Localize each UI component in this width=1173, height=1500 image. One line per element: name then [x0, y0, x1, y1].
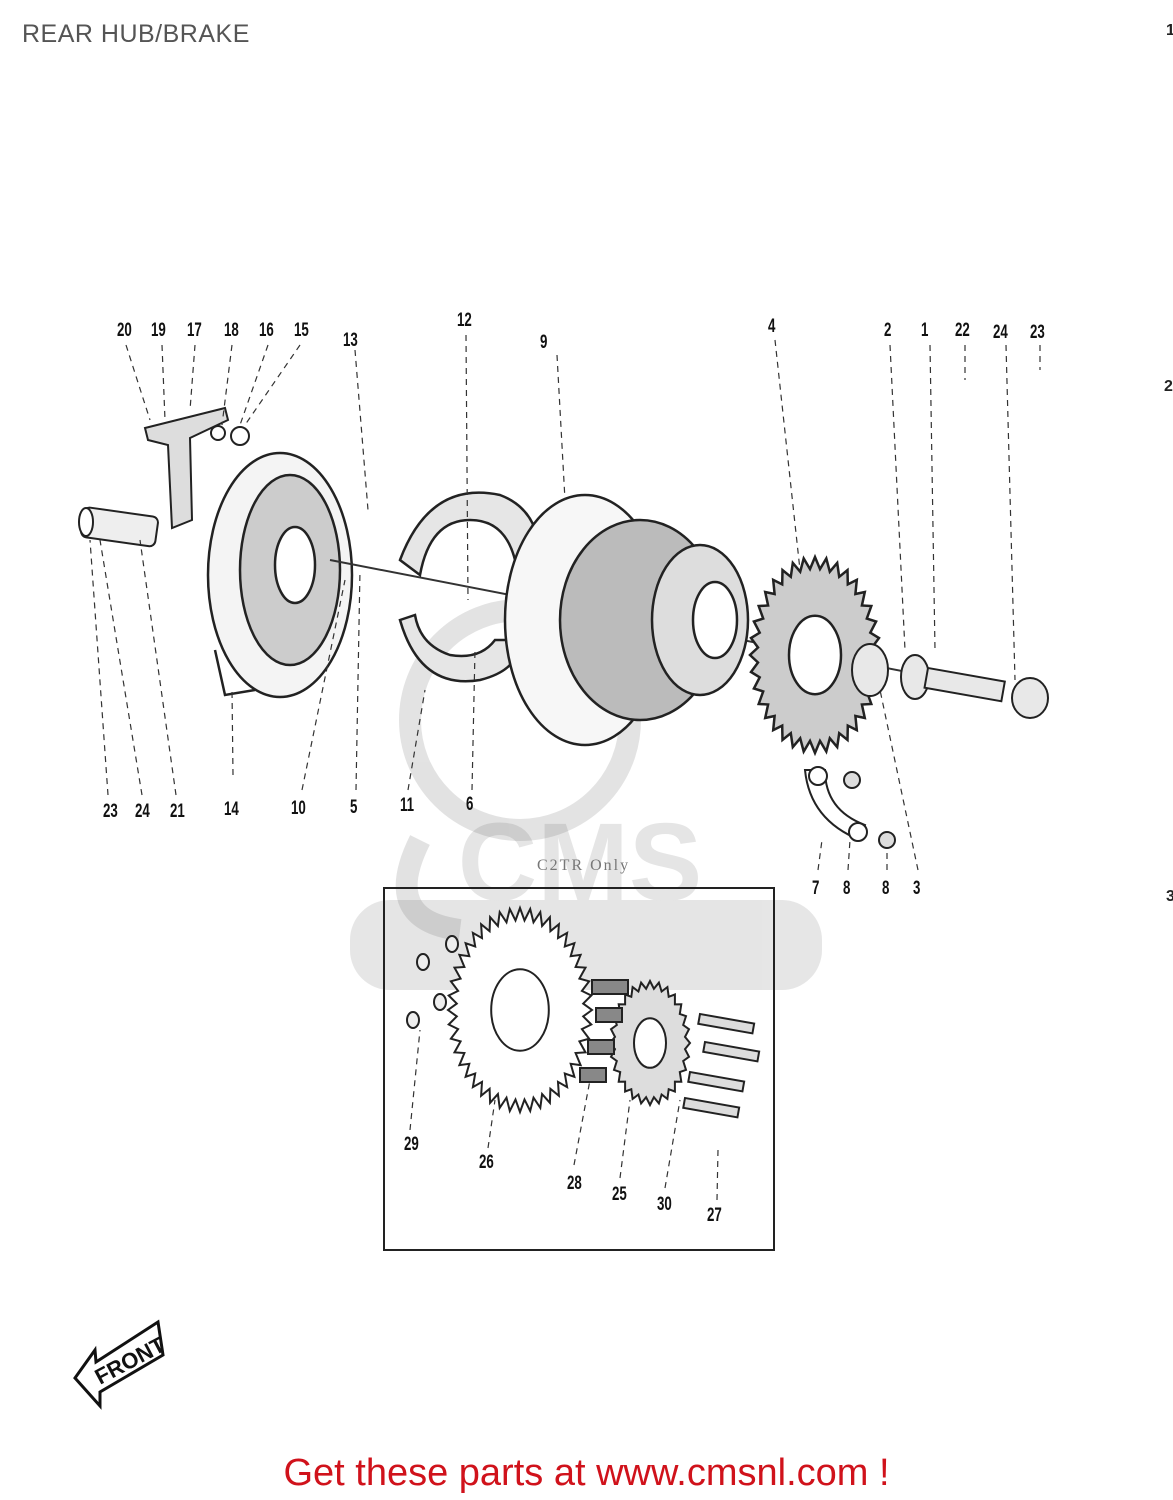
- svg-text:CMS: CMS: [458, 801, 702, 924]
- leader-line: [99, 539, 143, 796]
- callout-number: 23: [1030, 322, 1045, 343]
- leader-line: [231, 689, 234, 776]
- axle-and-nut: [851, 643, 1049, 719]
- leader-line: [239, 344, 269, 426]
- sprocket-bore: [633, 1017, 667, 1069]
- callout-number: 22: [955, 320, 970, 341]
- callout-number: 25: [612, 1184, 627, 1205]
- callout-number: 2: [884, 320, 892, 341]
- callout-number: 5: [350, 797, 358, 818]
- spacer-collar: [78, 506, 159, 548]
- leader-line: [716, 1149, 719, 1201]
- callout-number: 24: [135, 801, 150, 822]
- leader-line: [244, 344, 301, 426]
- edge-mark: 1: [1166, 22, 1173, 39]
- callout-number: 17: [187, 320, 202, 341]
- leader-line: [619, 1099, 631, 1179]
- inset-large-sprocket: [446, 905, 594, 1115]
- leader-line: [487, 1099, 496, 1149]
- leader-line: [847, 839, 851, 871]
- cmsnl-link[interactable]: Get these parts at www.cmsnl.com !: [283, 1452, 890, 1494]
- leader-line: [879, 689, 919, 871]
- leader-line: [354, 349, 369, 511]
- leader-line: [1005, 344, 1016, 681]
- callout-number: 10: [291, 798, 306, 819]
- leader-line: [817, 839, 823, 871]
- leader-line: [573, 1079, 591, 1166]
- leader-line: [89, 539, 109, 796]
- page-title: REAR HUB/BRAKE: [22, 20, 250, 48]
- callout-number: 14: [224, 799, 239, 820]
- inset-small-sprocket: [608, 978, 692, 1108]
- callout-number: 12: [457, 310, 472, 331]
- callout-number: 28: [567, 1173, 582, 1194]
- inset-bolts: [682, 1012, 761, 1119]
- leader-line: [409, 1029, 421, 1131]
- leader-line: [465, 334, 469, 601]
- brake-cam-lever: [143, 406, 250, 530]
- inset-dampers: [579, 979, 629, 1083]
- rear-sprocket: [748, 553, 882, 757]
- c2tr-inset-box: [383, 887, 775, 1251]
- callout-number: 11: [400, 795, 415, 816]
- leader-line: [889, 344, 906, 651]
- callout-number: 26: [479, 1152, 494, 1173]
- leader-line: [929, 344, 936, 651]
- leader-line: [471, 649, 476, 791]
- inset-washers: [406, 935, 459, 1029]
- sprocket-bore: [787, 614, 843, 696]
- callout-number: 21: [170, 801, 185, 822]
- callout-number: 9: [540, 332, 548, 353]
- callout-number: 16: [259, 320, 274, 341]
- front-direction-arrow: FRONT: [73, 1319, 170, 1410]
- edge-mark: 3: [1166, 888, 1173, 905]
- callout-number: 23: [103, 801, 118, 822]
- leader-line: [556, 354, 566, 501]
- callout-number: 20: [117, 320, 132, 341]
- edge-mark: 2: [1164, 378, 1173, 395]
- leader-line: [189, 344, 196, 411]
- leader-line: [355, 569, 361, 791]
- rear-hub: [503, 493, 750, 747]
- leader-line: [301, 579, 346, 791]
- leader-line: [125, 344, 151, 421]
- callout-number: 15: [294, 320, 309, 341]
- leader-line: [664, 1099, 681, 1189]
- callout-number: 3: [913, 878, 921, 899]
- callout-number: 19: [151, 320, 166, 341]
- callout-number: 7: [812, 878, 820, 899]
- leader-line: [221, 344, 233, 426]
- callout-number: 4: [768, 316, 776, 337]
- leader-line: [139, 539, 177, 796]
- callout-number: 24: [993, 322, 1008, 343]
- callout-number: 1: [921, 320, 929, 341]
- callout-number: 18: [224, 320, 239, 341]
- callout-leader-lines: [89, 334, 1041, 1201]
- sprocket-bore: [490, 968, 550, 1052]
- leader-line: [407, 689, 426, 791]
- inset-note: C2TR Only: [537, 857, 631, 874]
- callout-number: 13: [343, 330, 358, 351]
- callout-number: 27: [707, 1205, 722, 1226]
- chain-adjuster: [803, 766, 896, 849]
- callout-number: 8: [843, 878, 851, 899]
- callout-number: 30: [657, 1194, 672, 1215]
- leader-line: [161, 344, 166, 421]
- callout-number: 29: [404, 1134, 419, 1155]
- callout-number: 6: [466, 794, 474, 815]
- brake-panel: [206, 451, 354, 699]
- callout-number: 8: [882, 878, 890, 899]
- leader-line: [774, 339, 801, 571]
